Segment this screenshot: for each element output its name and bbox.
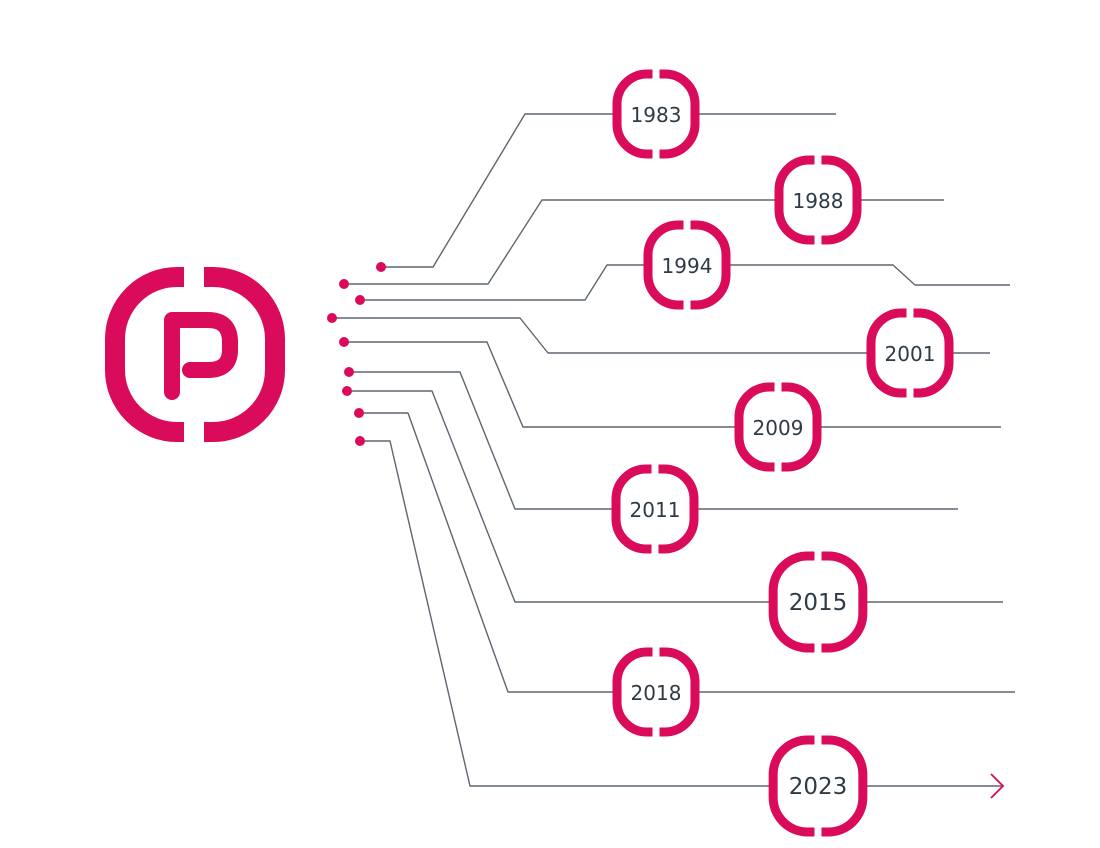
connector-line-1983 xyxy=(381,113,836,268)
year-label: 2001 xyxy=(885,342,936,366)
year-badge: 2011 xyxy=(611,461,699,557)
arrow-right-icon xyxy=(990,773,1005,799)
year-badge: 2015 xyxy=(768,548,868,656)
year-badge: 2023 xyxy=(768,732,868,840)
year-label: 2023 xyxy=(789,774,848,800)
year-label: 1983 xyxy=(631,103,682,127)
year-badge: 2001 xyxy=(866,305,954,401)
connector-dot-2015 xyxy=(342,386,352,396)
connector-dot-1983 xyxy=(376,262,386,272)
year-badge: 1994 xyxy=(643,217,731,313)
year-label: 1988 xyxy=(793,189,844,213)
connector-line-2018 xyxy=(359,412,1015,693)
connector-line-2001 xyxy=(332,317,990,354)
year-label: 1994 xyxy=(662,254,713,278)
p-logo-icon xyxy=(105,260,285,450)
connector-dot-2001 xyxy=(327,313,337,323)
year-badge: 2018 xyxy=(612,644,700,740)
connector-dot-2023 xyxy=(355,436,365,446)
connector-line-2011 xyxy=(349,371,958,510)
year-badge: 2009 xyxy=(734,379,822,475)
timeline-badges: 1983 1988 1994 2001 2009 2011 2015 2018 2023 xyxy=(611,66,954,840)
connector-line-1988 xyxy=(344,199,944,285)
year-badge: 1988 xyxy=(774,152,862,248)
year-label: 2011 xyxy=(630,498,681,522)
connector-line-2015 xyxy=(347,390,1003,603)
year-label: 2009 xyxy=(753,416,804,440)
connector-dot-2018 xyxy=(354,408,364,418)
connector-line-2023 xyxy=(360,440,1003,787)
connector-dot-1988 xyxy=(339,279,349,289)
connector-dot-1994 xyxy=(355,295,365,305)
year-badge: 1983 xyxy=(612,66,700,162)
connector-line-1994 xyxy=(360,264,1010,301)
year-label: 2018 xyxy=(631,681,682,705)
connector-dot-2011 xyxy=(344,367,354,377)
timeline-connectors xyxy=(327,113,1015,799)
year-label: 2015 xyxy=(789,590,848,616)
connector-dot-2009 xyxy=(339,337,349,347)
